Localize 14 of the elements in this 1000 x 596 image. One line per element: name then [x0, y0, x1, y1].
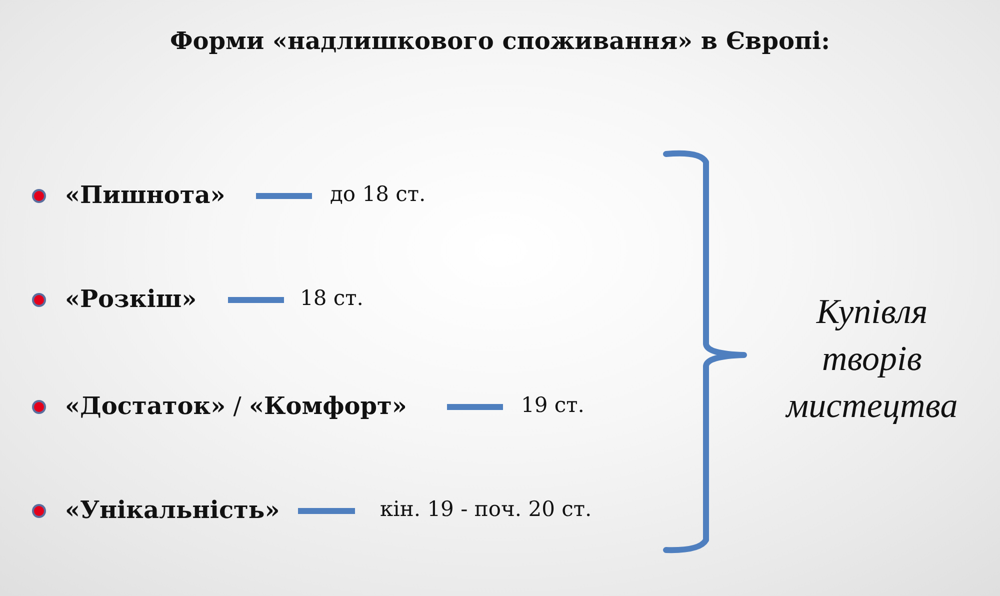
dash-connector: [228, 297, 284, 303]
term-text: «Пишнота»: [65, 180, 226, 208]
conclusion-text: Купівля творів мистецтва: [784, 290, 959, 426]
dash-connector: [298, 508, 355, 514]
period-text: до 18 ст.: [330, 182, 426, 206]
period-text: кін. 19 - поч. 20 ст.: [380, 497, 592, 521]
term-text: «Розкіш»: [65, 284, 197, 312]
period-text: 19 ст.: [521, 393, 584, 417]
dash-connector: [256, 193, 312, 199]
title: Форми «надлишкового споживання» в Європі:: [170, 26, 830, 55]
term-text: «Унікальність»: [65, 494, 280, 524]
period-text: 18 ст.: [300, 286, 364, 310]
dash-connector: [447, 404, 503, 410]
term-text: «Достаток» / «Комфорт»: [65, 390, 407, 420]
